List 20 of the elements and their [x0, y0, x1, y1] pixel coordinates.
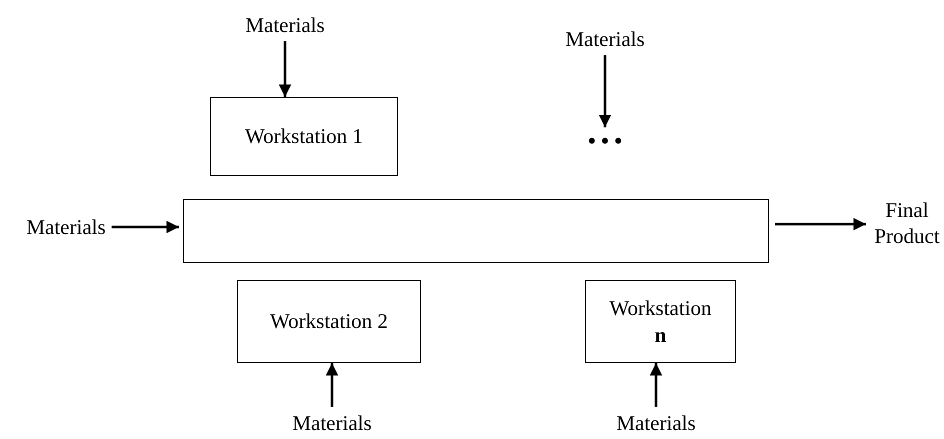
- text-label: Materials: [565, 26, 645, 52]
- arrow: [598, 55, 612, 128]
- workstation-box: [237, 280, 421, 363]
- workstation-label: Workstation n: [608, 295, 713, 348]
- text-label: Materials: [245, 12, 325, 38]
- text-label: Final Product: [870, 196, 944, 250]
- arrow: [112, 220, 179, 234]
- arrow: [650, 363, 662, 407]
- arrow: [326, 363, 338, 407]
- arrow: [278, 41, 292, 97]
- workstation-box: [210, 97, 398, 176]
- text-label: Materials: [292, 410, 372, 436]
- arrow: [775, 218, 866, 230]
- workstation-box: [585, 280, 736, 363]
- conveyor-band: [183, 199, 769, 263]
- text-label: Materials: [26, 214, 106, 240]
- workstation-label: Workstation 2: [270, 308, 388, 335]
- ellipsis-text: • • •: [588, 127, 622, 155]
- workstation-label: Workstation 1: [245, 123, 363, 150]
- text-label: Materials: [616, 410, 696, 436]
